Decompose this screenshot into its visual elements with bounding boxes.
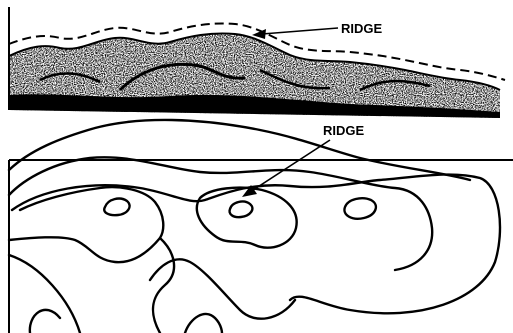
ridge-terrain-sketch: [9, 30, 504, 120]
top-ridge-label: RIDGE: [341, 21, 383, 36]
contour-lines: [9, 120, 500, 333]
bottom-ridge-label: RIDGE: [323, 123, 365, 138]
top-ridge-callout: [252, 28, 338, 39]
bottom-ridge-callout: [242, 140, 330, 197]
